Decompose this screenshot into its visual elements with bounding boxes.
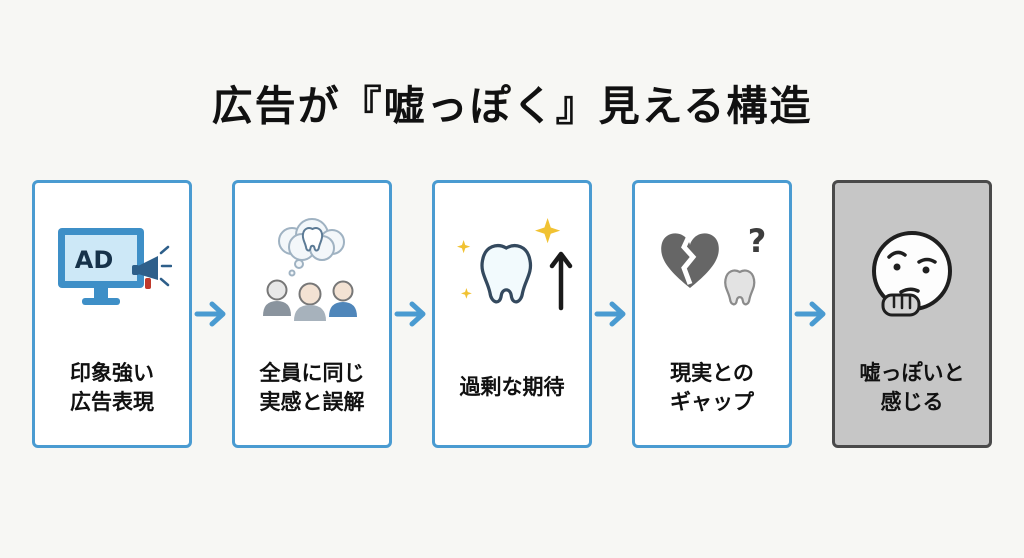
- flow-arrow-4: [794, 298, 830, 330]
- step-box-feels-fake: 嘘っぽいと 感じる: [832, 180, 992, 448]
- step-label-1: 印象強い 広告表現: [70, 360, 154, 414]
- person-right: [329, 280, 357, 317]
- people-thought-tooth-icon: [241, 197, 383, 347]
- flow-arrow-3: [594, 298, 630, 330]
- ad-screen-text: AD: [75, 246, 114, 274]
- flow-diagram: AD 印象強い 広告表現: [0, 180, 1024, 448]
- step-label-4: 現実との ギャップ: [670, 360, 754, 414]
- step-label-5: 嘘っぽいと 感じる: [859, 360, 965, 414]
- step-box-ad-expression: AD 印象強い 広告表現: [32, 180, 192, 448]
- flow-arrow-2: [394, 298, 430, 330]
- ad-monitor-icon: AD: [41, 197, 183, 347]
- step-label-2: 全員に同じ 実感と誤解: [259, 360, 365, 414]
- broken-heart-tooth-icon: ?: [641, 197, 783, 347]
- page-title: 広告が『嘘っぽく』見える構造: [211, 82, 813, 130]
- megaphone-icon: [132, 245, 172, 289]
- step-box-shared-impression: 全員に同じ 実感と誤解: [232, 180, 392, 448]
- person-center: [294, 282, 326, 321]
- thinking-face-icon: [841, 197, 983, 347]
- hand-on-chin: [881, 293, 921, 317]
- tooth-sparkle-rise-icon: [441, 197, 583, 347]
- step-box-excess-expectation: 過剰な期待: [432, 180, 592, 448]
- step-label-3: 過剰な期待: [459, 375, 565, 400]
- flow-arrow-1: [194, 298, 230, 330]
- up-arrow: [549, 251, 573, 311]
- step-box-reality-gap: ? 現実との ギャップ: [632, 180, 792, 448]
- person-left: [263, 279, 291, 316]
- question-mark: ?: [748, 222, 767, 260]
